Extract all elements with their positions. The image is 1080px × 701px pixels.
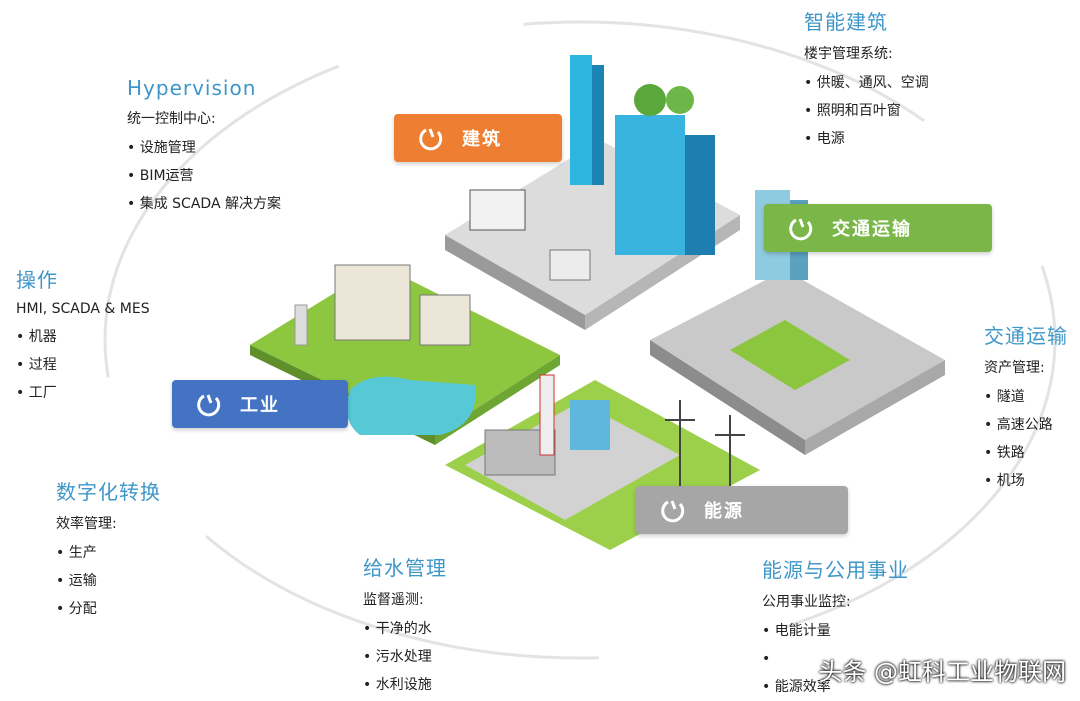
energy-badge-label: 能源 — [704, 501, 744, 522]
watermark: 头条 @虹科工业物联网 — [818, 658, 1066, 686]
list-item: 照明和百叶窗 — [804, 97, 929, 125]
operation-title: 操作 — [16, 268, 58, 292]
list-item: 机场 — [984, 467, 1068, 495]
energy-subtitle: 公用事业监控: — [762, 594, 851, 610]
transport-badge: 交通运输 — [764, 204, 992, 252]
energy-list: 电能计量能源效率 — [762, 617, 909, 701]
operation-subtitle: HMI, SCADA & MES — [16, 301, 150, 317]
water-title: 给水管理 — [363, 556, 447, 580]
list-item: 机器 — [16, 323, 150, 351]
industry-badge: 工业 — [172, 380, 348, 428]
transport-subtitle: 资产管理: — [984, 360, 1045, 376]
building-badge-label: 建筑 — [462, 129, 502, 150]
list-item: 高速公路 — [984, 411, 1068, 439]
list-item: 生产 — [56, 539, 161, 567]
water-block: 给水管理 监督遥测: 干净的水污水处理水利设施 — [363, 552, 447, 699]
smart-city-illustration — [250, 55, 945, 550]
hypervision-title: Hypervision — [127, 76, 257, 100]
operation-block: 操作 HMI, SCADA & MES 机器过程工厂 — [16, 264, 150, 407]
smart-building-block: 智能建筑 楼宇管理系统: 供暖、通风、空调照明和百叶窗电源 — [804, 6, 929, 153]
transport-title: 交通运输 — [984, 324, 1068, 348]
water-list: 干净的水污水处理水利设施 — [363, 615, 447, 699]
digital-subtitle: 效率管理: — [56, 516, 117, 532]
energy-badge: 能源 — [636, 486, 848, 534]
list-item: 污水处理 — [363, 643, 447, 671]
building-badge: 建筑 — [394, 114, 562, 162]
list-item: 设施管理 — [127, 134, 281, 162]
list-item: 电能计量 — [762, 617, 909, 645]
transport-badge-label: 交通运输 — [832, 219, 912, 240]
list-item: 供暖、通风、空调 — [804, 69, 929, 97]
list-item: 干净的水 — [363, 615, 447, 643]
list-item: 水利设施 — [363, 671, 447, 699]
list-item: 运输 — [56, 567, 161, 595]
digital-title: 数字化转换 — [56, 480, 161, 504]
transport-block: 交通运输 资产管理: 隧道高速公路铁路机场 — [984, 320, 1068, 495]
digital-list: 生产运输分配 — [56, 539, 161, 623]
list-item: 能源效率 — [762, 673, 909, 701]
list-item: 过程 — [16, 351, 150, 379]
logo-icon — [197, 394, 221, 417]
logo-icon — [789, 218, 813, 241]
operation-list: 机器过程工厂 — [16, 323, 150, 407]
list-item: 工厂 — [16, 379, 150, 407]
hypervision-list: 设施管理BIM运营集成 SCADA 解决方案 — [127, 134, 281, 218]
list-item: 铁路 — [984, 439, 1068, 467]
industry-badge-label: 工业 — [240, 395, 280, 416]
energy-block: 能源与公用事业 公用事业监控: 电能计量能源效率 — [762, 554, 909, 701]
logo-icon — [419, 128, 443, 151]
list-item: 电源 — [804, 125, 929, 153]
hypervision-block: Hypervision 统一控制中心: 设施管理BIM运营集成 SCADA 解决… — [127, 76, 281, 218]
transport-list: 隧道高速公路铁路机场 — [984, 383, 1068, 495]
list-item: BIM运营 — [127, 162, 281, 190]
smart-building-title: 智能建筑 — [804, 10, 888, 34]
smart-building-subtitle: 楼宇管理系统: — [804, 46, 893, 62]
energy-title: 能源与公用事业 — [762, 558, 909, 582]
digital-block: 数字化转换 效率管理: 生产运输分配 — [56, 476, 161, 623]
list-item: 隧道 — [984, 383, 1068, 411]
water-subtitle: 监督遥测: — [363, 592, 424, 608]
list-item: 集成 SCADA 解决方案 — [127, 190, 281, 218]
list-item: 分配 — [56, 595, 161, 623]
logo-icon — [661, 500, 685, 523]
smart-building-list: 供暖、通风、空调照明和百叶窗电源 — [804, 69, 929, 153]
hypervision-subtitle: 统一控制中心: — [127, 111, 216, 127]
